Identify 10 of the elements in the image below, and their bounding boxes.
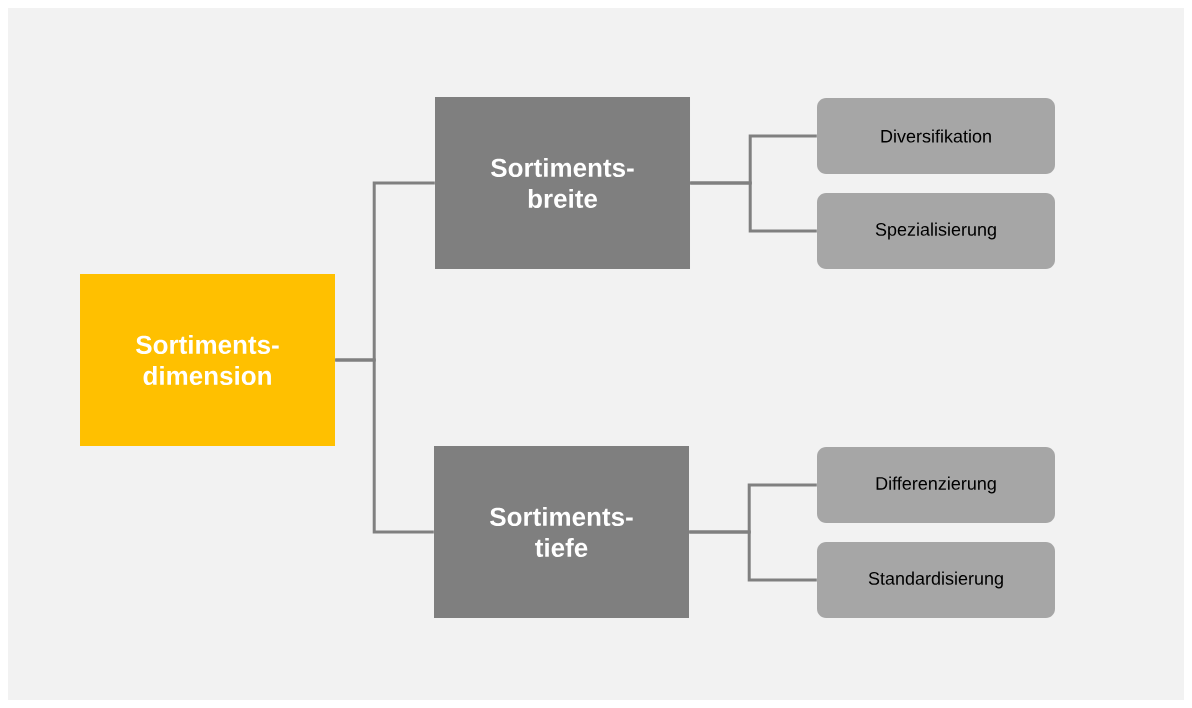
category-box: Sortiments- dimension bbox=[80, 274, 335, 446]
category-box: Sortiments- tiefe bbox=[434, 446, 689, 618]
item-box: Standardisierung bbox=[817, 542, 1055, 618]
connector-line bbox=[335, 358, 434, 534]
item-box: Spezialisierung bbox=[817, 193, 1055, 269]
item-box: Diversifikation bbox=[817, 98, 1055, 174]
item-box: Differenzierung bbox=[817, 447, 1055, 523]
connector-line bbox=[690, 181, 817, 233]
connector-line bbox=[689, 530, 817, 582]
category-box: Sortiments- breite bbox=[435, 97, 690, 269]
